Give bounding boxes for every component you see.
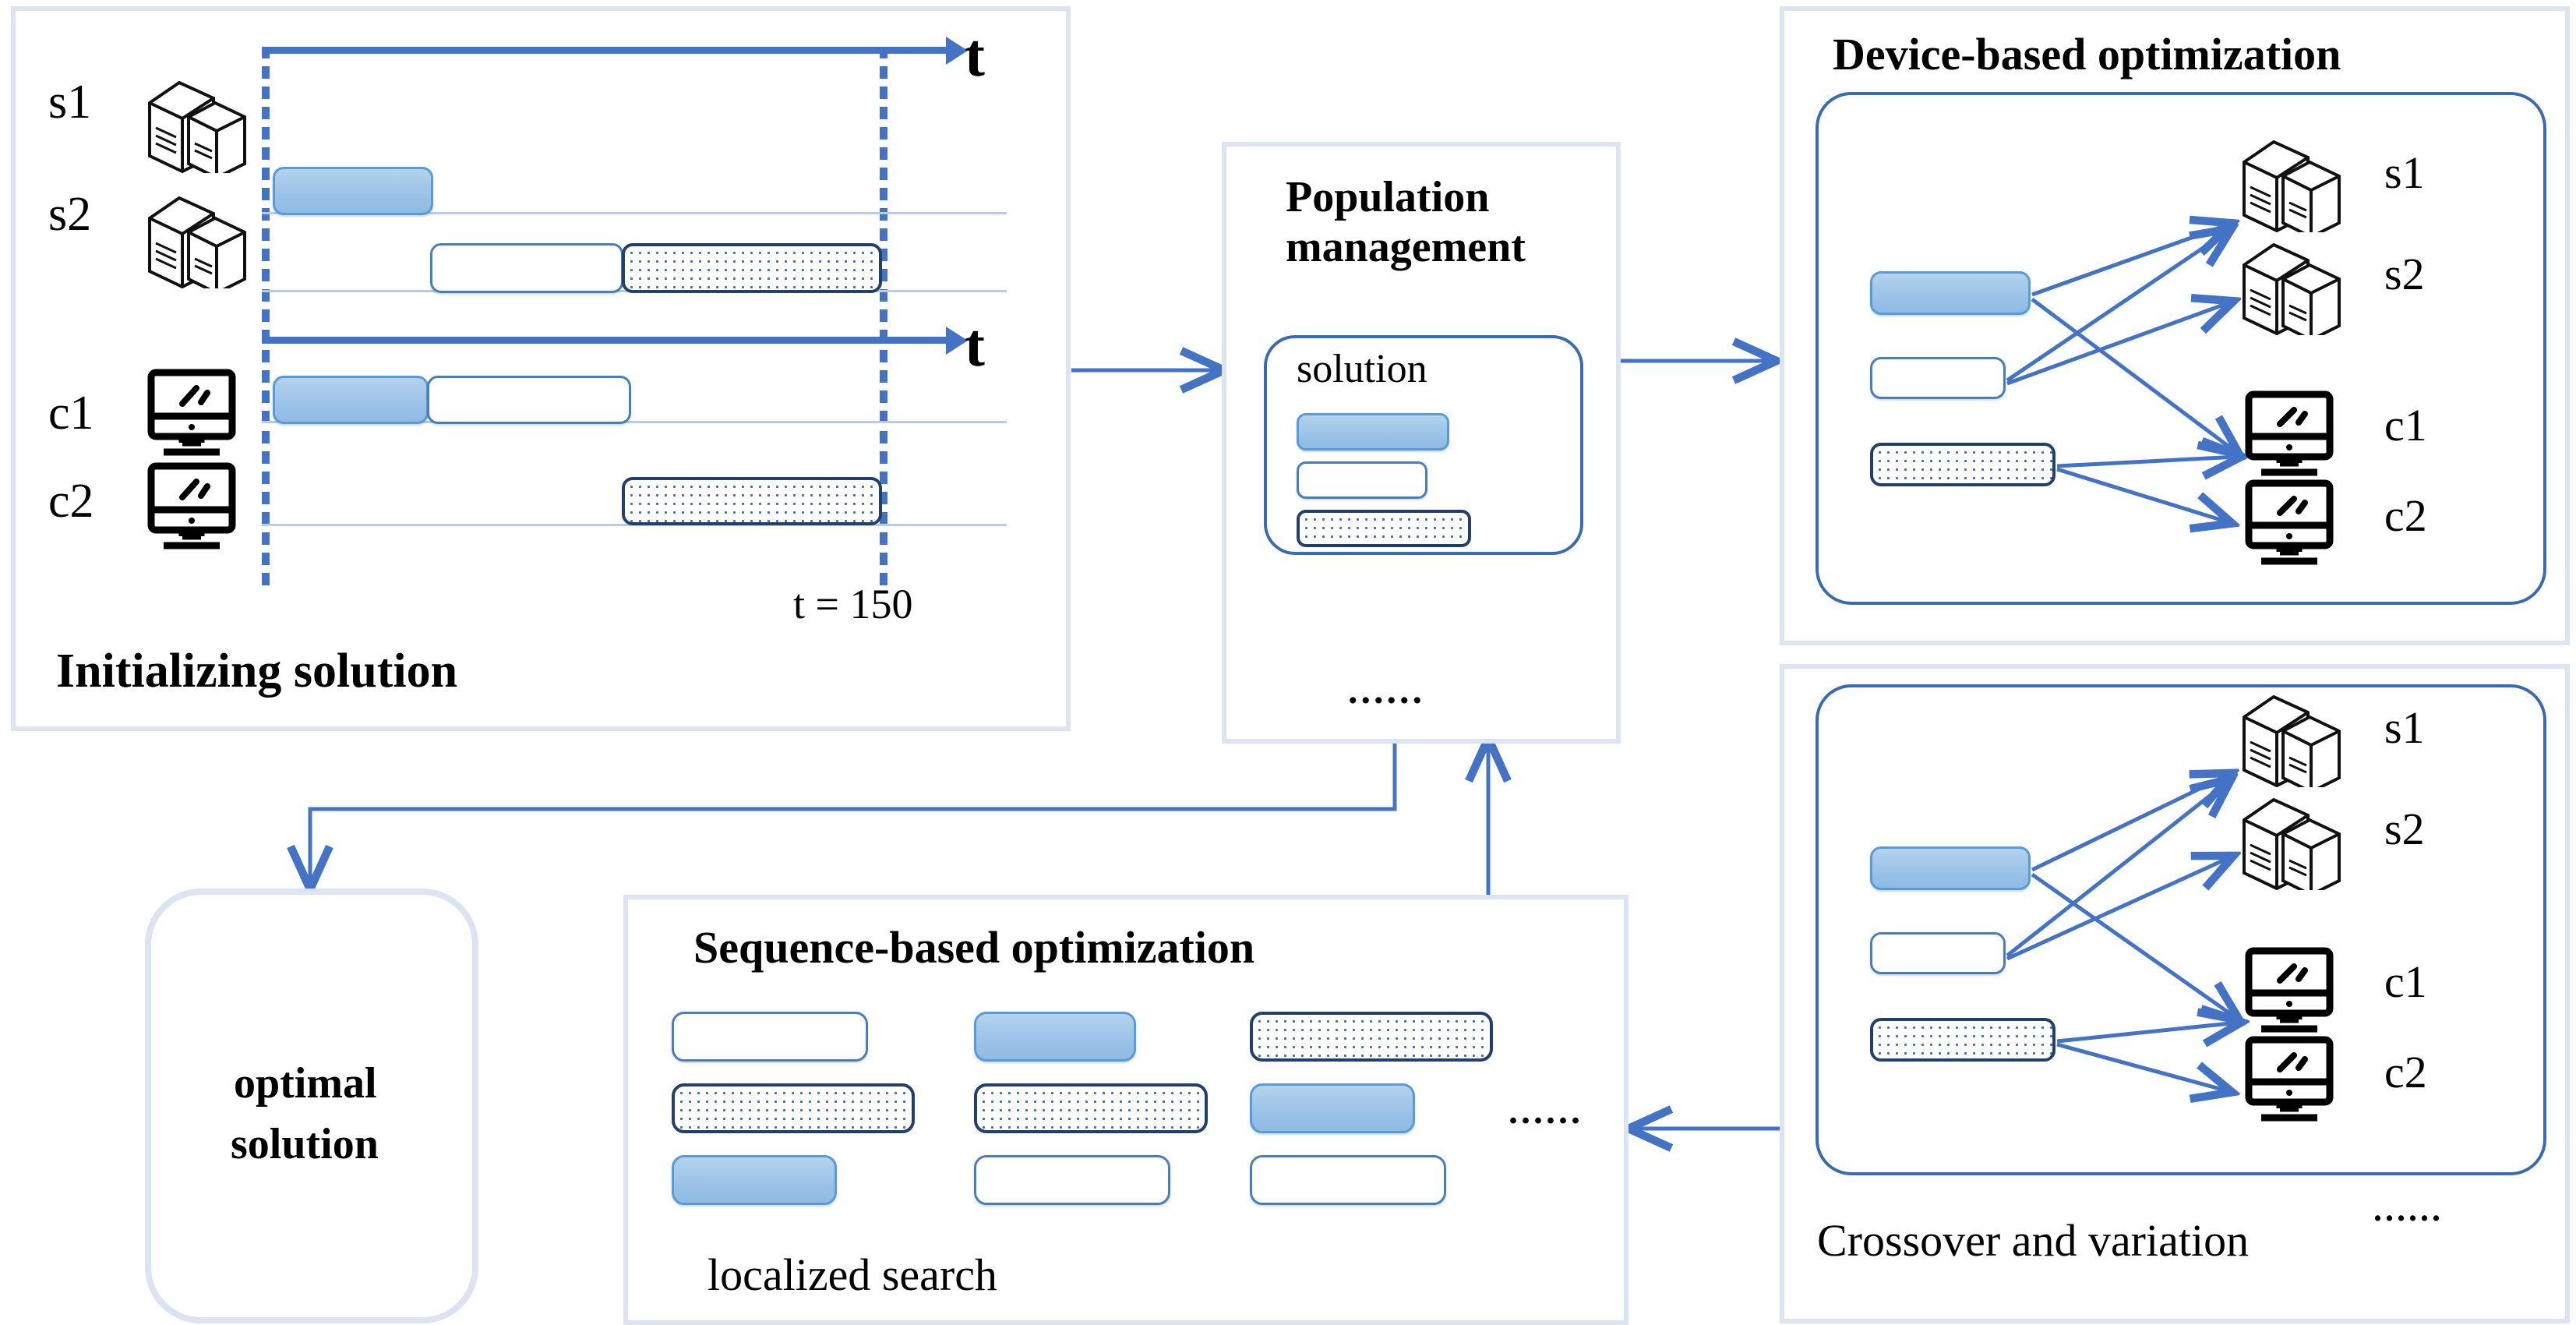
crossover-bar-1[interactable] (1870, 846, 2031, 890)
crossover-ellipsis: ...... (2373, 1190, 2444, 1228)
arrow-cx-bar1-to-c1 (2031, 872, 2236, 1018)
device-opt-server-icon-s1 (2243, 140, 2341, 232)
time-axis-servers (262, 37, 968, 65)
server-icon-s2 (148, 196, 246, 288)
device-opt-server-icon-s2 (2243, 242, 2341, 335)
panel-title-device-based-optimization: Device-based optimization (1833, 29, 2341, 80)
population-ellipsis: ...... (1348, 668, 1425, 712)
device-opt-label-s1: s1 (2384, 147, 2425, 198)
device-opt-assignment-arrows (2006, 132, 2361, 538)
gantt-label-c2: c2 (48, 475, 94, 528)
gantt-task-c1-1[interactable] (273, 376, 429, 424)
arrow-bar3-to-c2 (2056, 467, 2228, 522)
gantt-task-s2-1[interactable] (430, 243, 623, 293)
time-axis-label-servers: t (965, 21, 985, 89)
crossover-server-icon-s1 (2243, 694, 2341, 787)
arrow-cx-bar2-to-s2 (2006, 857, 2230, 961)
gantt-label-s1: s1 (48, 76, 92, 129)
crossover-label-c1: c1 (2384, 956, 2427, 1007)
sequence-bar-r2c3[interactable] (1250, 1083, 1415, 1133)
gantt-label-c1: c1 (48, 387, 94, 440)
crossover-bar-3[interactable] (1870, 1018, 2056, 1062)
solution-label: solution (1297, 347, 1427, 391)
arrow-cx-bar3-to-c1 (2056, 1023, 2238, 1041)
device-opt-inner-box (1816, 92, 2546, 605)
gantt-time-marker: t = 150 (793, 581, 913, 627)
device-opt-desktop-icon-c2 (2245, 479, 2334, 565)
device-opt-bar-2[interactable] (1870, 357, 2006, 399)
arrow-population-to-optimal (310, 742, 1397, 885)
gantt-task-c1-2[interactable] (427, 376, 631, 424)
gantt-lane-s1 (262, 212, 1007, 214)
optimal-solution-box (145, 889, 478, 1323)
gantt-task-s1-1[interactable] (273, 167, 433, 215)
device-opt-label-c1: c1 (2384, 400, 2427, 450)
gantt-task-c2-1[interactable] (622, 477, 882, 525)
arrow-bar2-to-s2 (2006, 302, 2230, 386)
arrow-bar1-to-c1 (2031, 297, 2236, 452)
t-end-dashed-line (880, 47, 887, 592)
device-opt-label-c2: c2 (2384, 490, 2427, 541)
device-opt-bar-1[interactable] (1870, 271, 2031, 315)
sequence-bar-r1c1[interactable] (672, 1012, 868, 1062)
sequence-bar-r3c2[interactable] (974, 1155, 1170, 1205)
crossover-label-s1: s1 (2384, 702, 2425, 753)
sequence-ellipsis: ...... (1509, 1090, 1583, 1132)
crossover-label-c2: c2 (2384, 1047, 2427, 1097)
arrow-cx-bar1-to-s1 (2031, 775, 2228, 872)
time-axis-label-clients: t (965, 311, 985, 379)
sequence-bar-r2c1[interactable] (672, 1083, 915, 1133)
arrow-cx-bar3-to-c2 (2056, 1042, 2228, 1091)
desktop-icon-c2 (147, 462, 236, 549)
crossover-server-icon-s2 (2243, 797, 2341, 890)
population-solution-bar-1[interactable] (1297, 413, 1449, 450)
sequence-bar-r3c1[interactable] (672, 1155, 837, 1205)
desktop-icon-c1 (147, 369, 236, 456)
server-icon-s1 (148, 80, 246, 173)
optimal-solution-label-line2: solution (231, 1120, 379, 1168)
arrow-bar3-to-c1 (2056, 457, 2238, 466)
optimal-solution-label-line1: optimal (234, 1059, 377, 1108)
time-axis-clients (262, 327, 968, 355)
crossover-label-s2: s2 (2384, 804, 2425, 854)
crossover-assignment-arrows (2006, 708, 2361, 1113)
panel-title-initializing-solution: Initializing solution (56, 645, 458, 698)
gantt-task-s2-2[interactable] (622, 243, 882, 293)
crossover-bar-2[interactable] (1870, 932, 2006, 974)
crossover-desktop-icon-c1 (2245, 947, 2334, 1033)
device-opt-bar-3[interactable] (1870, 443, 2056, 486)
panel-title-sequence-based-optimization: Sequence-based optimization (693, 922, 1255, 973)
population-solution-bar-2[interactable] (1297, 461, 1427, 499)
device-opt-desktop-icon-c1 (2245, 390, 2334, 476)
sequence-bar-r2c2[interactable] (974, 1083, 1208, 1133)
t-zero-dashed-line (262, 47, 270, 592)
panel-title-population-management-line1: Population management (1286, 173, 1526, 271)
crossover-desktop-icon-c2 (2245, 1036, 2334, 1122)
gantt-label-s2: s2 (48, 188, 92, 241)
arrow-cx-bar2-to-s1 (2006, 781, 2228, 957)
panel-title-crossover-and-variation: Crossover and variation (1817, 1215, 2250, 1266)
device-opt-label-s2: s2 (2384, 249, 2425, 299)
arrow-bar1-to-s1 (2031, 224, 2228, 297)
population-solution-bar-3[interactable] (1297, 510, 1471, 547)
gantt-lane-c1 (262, 421, 1007, 423)
localized-search-label: localized search (708, 1249, 997, 1300)
arrow-bar2-to-s1 (2006, 231, 2228, 383)
crossover-inner-box (1816, 684, 2546, 1175)
sequence-bar-r1c3[interactable] (1250, 1012, 1493, 1062)
sequence-bar-r3c3[interactable] (1250, 1155, 1446, 1205)
sequence-bar-r1c2[interactable] (974, 1012, 1136, 1062)
